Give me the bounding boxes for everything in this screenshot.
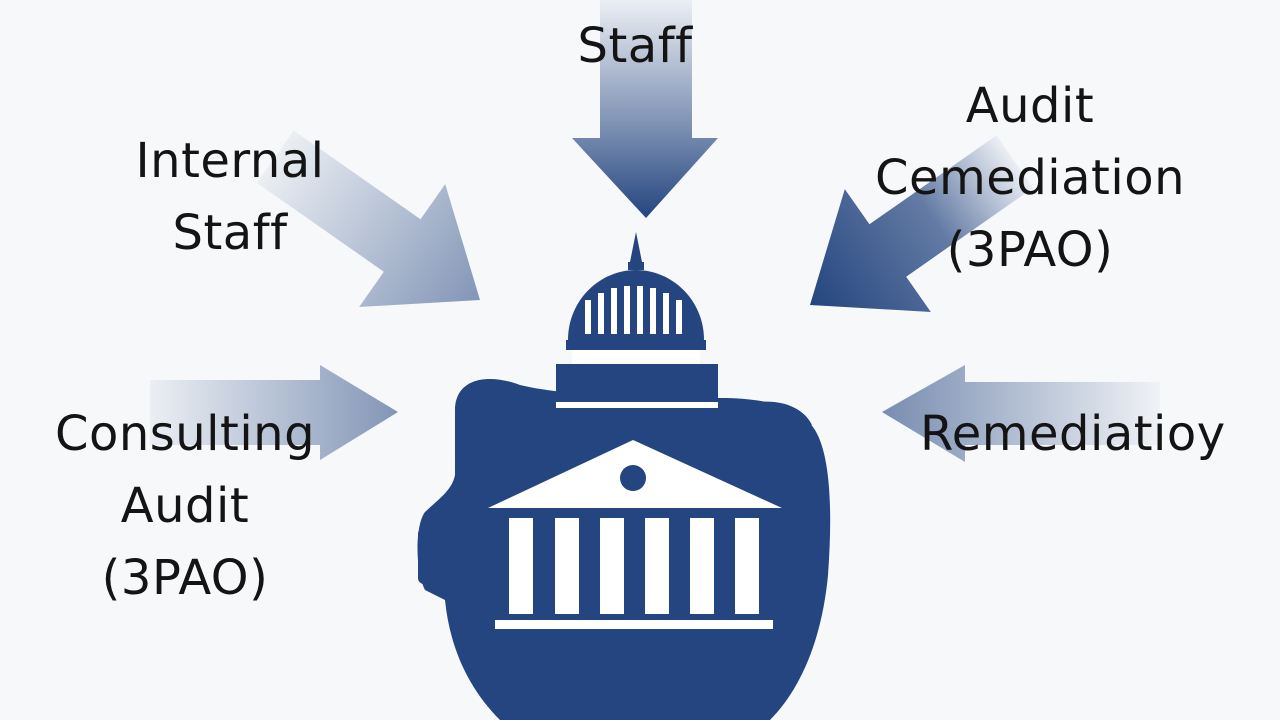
label-line: Remediatioy — [920, 406, 1226, 462]
label-internal-staff: Internal Staff — [110, 125, 350, 269]
label-staff-top: Staff — [540, 10, 730, 82]
label-consulting-audit: Consulting Audit (3PAO) — [20, 398, 350, 614]
label-line: Audit — [965, 78, 1095, 134]
label-line: Staff — [172, 205, 288, 261]
label-line: Audit — [120, 478, 250, 534]
piggy-bank-capitol-icon — [417, 232, 831, 720]
arrow-lower-left-icon — [150, 365, 398, 460]
label-line: Internal — [135, 133, 325, 189]
label-line: (3PAO) — [946, 222, 1114, 278]
label-line: Consulting — [54, 406, 316, 462]
label-line: Cemediation — [875, 150, 1185, 206]
label-audit-cemediation: Audit Cemediation (3PAO) — [840, 70, 1220, 286]
label-line: (3PAO) — [101, 550, 269, 606]
label-remediation: Remediatioy — [920, 398, 1260, 470]
label-line: Staff — [577, 18, 693, 74]
arrow-lower-right-icon — [882, 365, 1160, 462]
arrow-top-icon — [572, 0, 718, 218]
arrow-upper-left-icon — [256, 130, 480, 307]
arrow-upper-right-icon — [810, 135, 1034, 312]
